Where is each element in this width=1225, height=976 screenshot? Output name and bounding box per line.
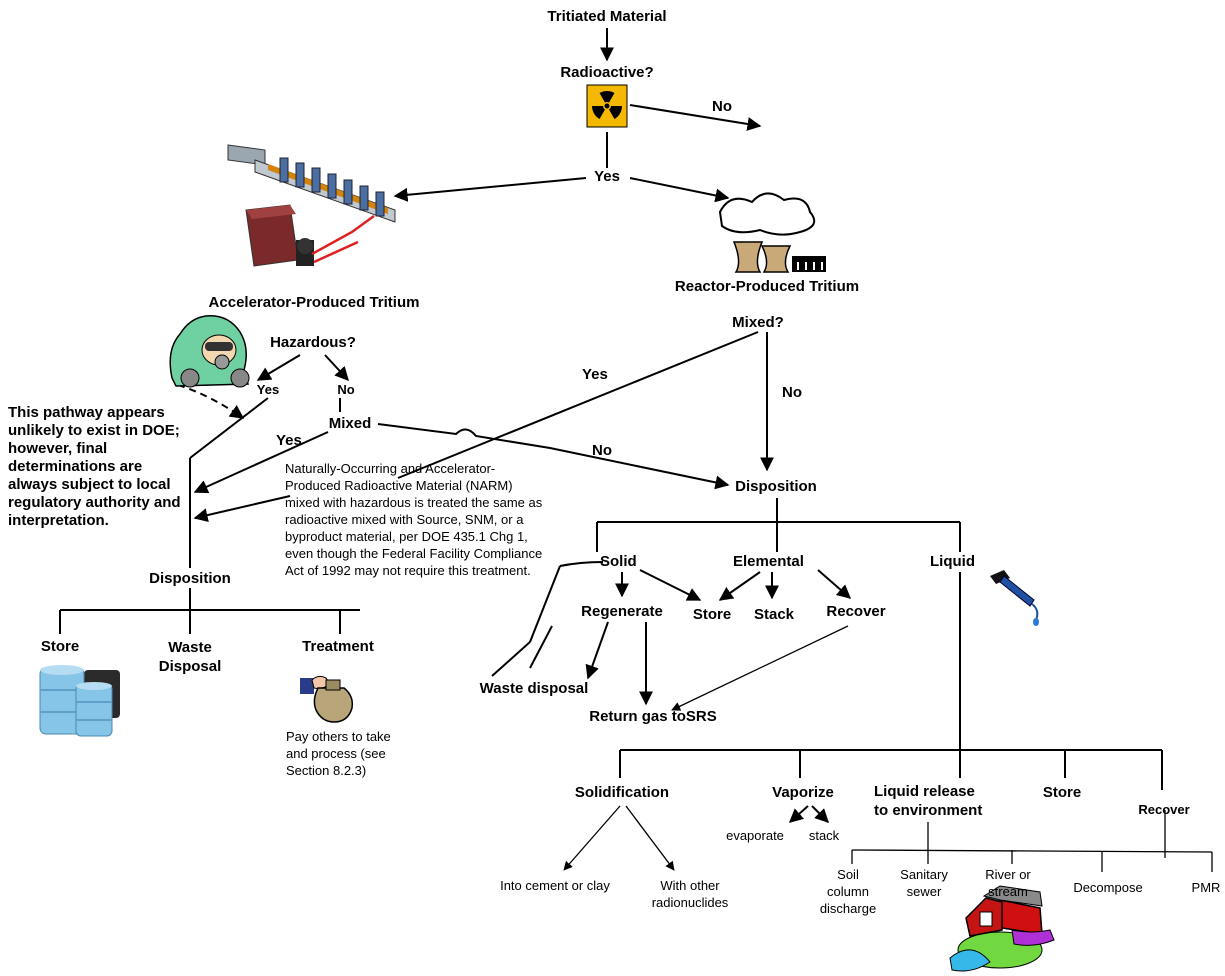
radioactive-question-label: Radioactive? bbox=[560, 64, 654, 81]
waste-disposal-left-label: Waste Disposal bbox=[158, 639, 222, 675]
accelerator-produced-tritium-label: Accelerator-Produced Tritium bbox=[208, 294, 420, 311]
sanitary-sewer-label: Sanitary sewer bbox=[900, 867, 948, 899]
mixed-left-yes-label: Yes bbox=[276, 432, 302, 449]
radioactive-no-label: No bbox=[712, 98, 732, 115]
return-gas-label: Return gas toSRS bbox=[589, 708, 717, 725]
mixed-left-label: Mixed bbox=[328, 415, 372, 432]
liquid-label: Liquid bbox=[930, 553, 975, 570]
particle-accelerator-icon bbox=[227, 144, 396, 267]
waste-disposal-mid-label: Waste disposal bbox=[479, 680, 589, 697]
drums-icon bbox=[39, 665, 120, 737]
pmr-label: PMR bbox=[1191, 880, 1221, 895]
evaporate-label: evaporate bbox=[726, 828, 784, 843]
eyedropper-icon bbox=[990, 570, 1039, 626]
mixed-no-label: No bbox=[782, 384, 802, 401]
decompose-label: Decompose bbox=[1073, 880, 1143, 895]
connectors bbox=[59, 28, 1213, 872]
narm-note: Naturally-Occurring and Accelerator-Prod… bbox=[285, 461, 543, 578]
stack-liquid-label: stack bbox=[808, 828, 840, 843]
stack-mid-label: Stack bbox=[753, 606, 795, 623]
regenerate-label: Regenerate bbox=[581, 603, 663, 620]
with-other-label: With other radionuclides bbox=[651, 878, 729, 910]
solidification-label: Solidification bbox=[574, 784, 670, 801]
mixed-to-disposition-no-label: No bbox=[592, 442, 612, 459]
hazardous-yes-label: Yes bbox=[256, 382, 280, 397]
mixed-question-label: Mixed? bbox=[732, 314, 784, 331]
pathway-note: This pathway appears unlikely to exist i… bbox=[8, 404, 181, 529]
liquid-release-label: Liquid release to environment bbox=[874, 783, 983, 819]
soil-column-label: Soil column discharge bbox=[819, 867, 877, 916]
radioactive-yes-label: Yes bbox=[594, 168, 620, 185]
tritiated-material-label: Tritiated Material bbox=[547, 8, 667, 25]
elemental-label: Elemental bbox=[733, 553, 804, 570]
treatment-label: Treatment bbox=[302, 638, 374, 655]
recover-mid-label: Recover bbox=[826, 603, 886, 620]
mixed-yes-label: Yes bbox=[582, 366, 608, 383]
hazardous-question-label: Hazardous? bbox=[270, 334, 356, 351]
disposition-right-label: Disposition bbox=[735, 478, 817, 495]
into-cement-label: Into cement or clay bbox=[500, 878, 610, 893]
hazmat-worker-icon bbox=[169, 315, 250, 388]
store-left-label: Store bbox=[40, 638, 80, 655]
farm-barn-icon bbox=[949, 885, 1055, 972]
pay-others-note: Pay others to take and process (see Sect… bbox=[286, 729, 391, 778]
radiation-symbol-icon bbox=[586, 84, 628, 128]
hazardous-no-label: No bbox=[337, 382, 355, 397]
store-liquid-label: Store bbox=[1042, 784, 1082, 801]
river-stream-label: River or stream bbox=[985, 867, 1031, 899]
cooling-towers-icon bbox=[718, 192, 826, 273]
vaporize-label: Vaporize bbox=[772, 784, 834, 801]
store-mid-label: Store bbox=[692, 606, 732, 623]
reactor-produced-tritium-label: Reactor-Produced Tritium bbox=[674, 278, 860, 295]
recover-liquid-label: Recover bbox=[1138, 802, 1190, 817]
money-bag-icon bbox=[300, 675, 354, 723]
disposition-left-label: Disposition bbox=[149, 570, 231, 587]
solid-label: Solid bbox=[600, 553, 637, 570]
